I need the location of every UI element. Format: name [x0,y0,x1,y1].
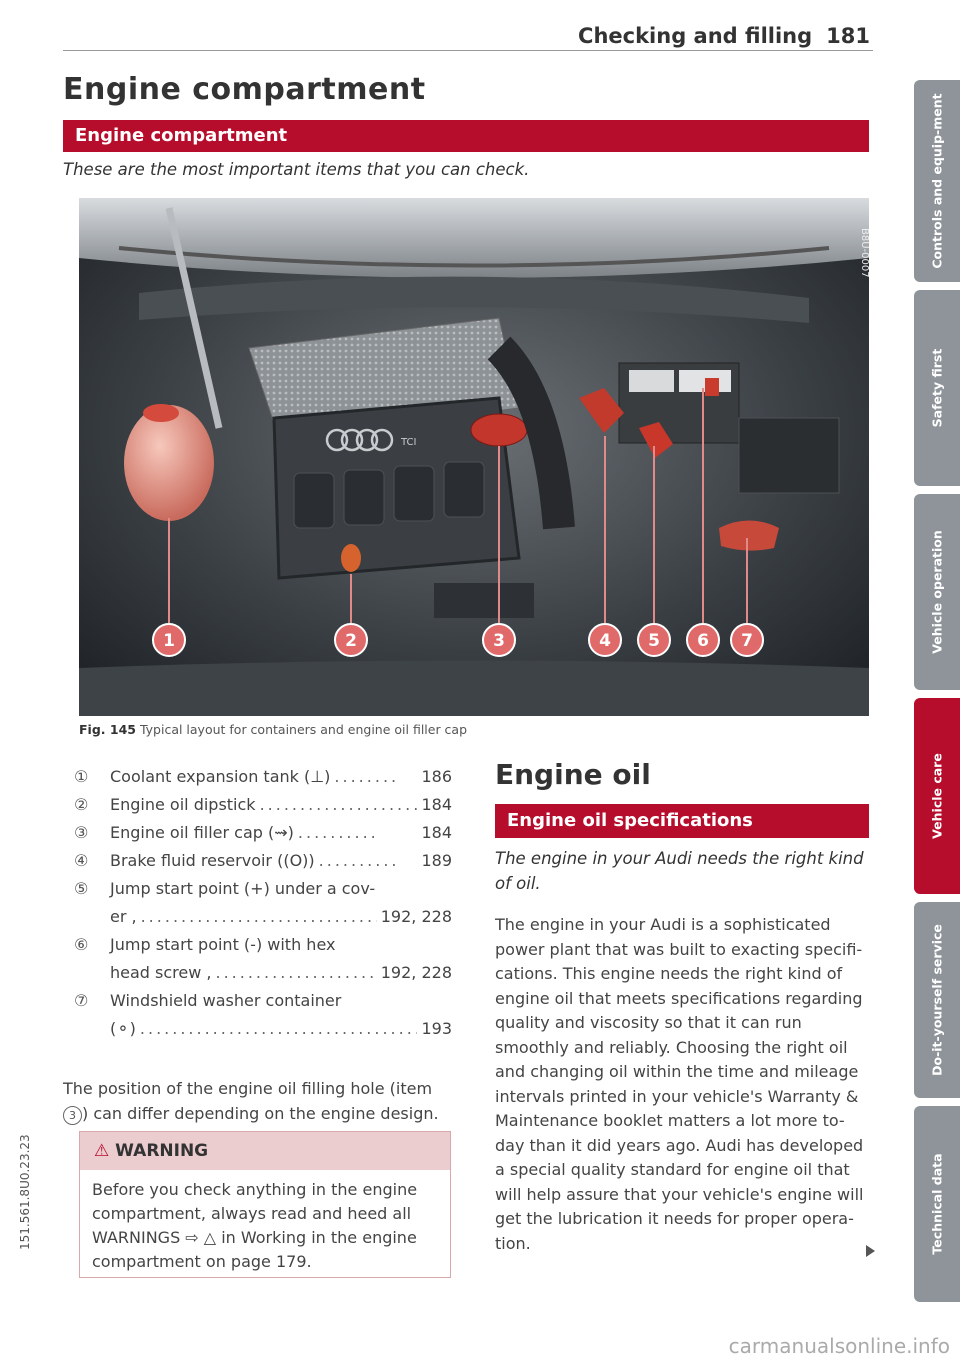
continue-arrow-icon [866,1245,875,1257]
svg-text:5: 5 [648,631,660,651]
item-page: 186 [421,767,452,786]
tab-vehicle-care[interactable]: Vehicle care [914,698,960,894]
figure-caption: Fig. 145 Typical layout for containers a… [79,722,467,737]
list-item: ⑥ Jump start point (-) with hex head scr… [74,931,452,987]
item-label: Engine oil filler cap (⇝) [110,823,294,842]
item-page: 184 [421,795,452,814]
list-item: ⑦ Windshield washer container (⚬).......… [74,987,452,1043]
svg-text:3: 3 [493,631,505,651]
warning-body: Before you check anything in the engine … [92,1180,418,1271]
list-item: ④ Brake fluid reservoir ((O))..........1… [74,847,452,875]
badge-logo: TCI [400,437,416,448]
item-label-cont: (⚬) [110,1019,136,1038]
component-list: ① Coolant expansion tank (⊥)........186 … [74,763,452,1043]
item-label-cont: head screw , [110,963,212,982]
item-number: ① [74,767,89,786]
callout-1: 1 [152,623,186,657]
watermark: carmanualsonline.info [728,1334,950,1358]
tab-safety[interactable]: Safety first [914,290,960,486]
engine-oil-body: The engine in your Audi is a sophisticat… [495,915,864,1253]
warning-header: ⚠ WARNING [80,1132,450,1170]
warning-heading: WARNING [115,1141,209,1161]
tab-technical-data[interactable]: Technical data [914,1106,960,1302]
item-ref: 3 [63,1105,82,1125]
item-page: 189 [421,851,452,870]
section-heading: Engine oil [495,758,651,791]
item-label: Engine oil dipstick [110,795,256,814]
callout-4: 4 [588,623,622,657]
callout-2: 2 [334,623,368,657]
item-number: ⑤ [74,879,89,898]
item-label: Brake fluid reservoir ((O)) [110,851,315,870]
page-number: 181 [826,24,870,48]
tab-diy-service[interactable]: Do-it-yourself service [914,902,960,1098]
item-number: ⑦ [74,991,89,1010]
item-number: ④ [74,851,89,870]
list-item: ① Coolant expansion tank (⊥)........186 [74,763,452,791]
item-number: ② [74,795,89,814]
callout-6: 6 [686,623,720,657]
callout-3: 3 [482,623,516,657]
page-title: Engine compartment [63,72,426,107]
figure-code: B8U-0007 [859,228,869,278]
item-page: 192, 228 [380,963,452,982]
item-page: 192, 228 [380,907,452,926]
section-bar: Engine compartment [63,120,869,152]
position-note: The position of the engine oil filling h… [63,1079,439,1125]
item-page: 193 [421,1019,452,1038]
item-label: Coolant expansion tank (⊥) [110,767,331,786]
tab-controls[interactable]: Controls and equip-ment [914,80,960,282]
warning-box: ⚠ WARNING Before you check anything in t… [79,1131,451,1278]
svg-text:2: 2 [345,631,357,651]
item-label: Windshield washer container [110,991,342,1010]
engine-oil-intro: The engine in your Audi needs the right … [495,849,864,893]
svg-text:4: 4 [599,631,611,651]
item-page: 184 [421,823,452,842]
engine-illustration: TCI [79,198,869,716]
engine-compartment-image: TCI [79,198,869,716]
svg-text:7: 7 [741,631,753,651]
figure-caption-text: Typical layout for containers and engine… [139,722,468,737]
subsection-bar: Engine oil specifications [495,804,869,838]
callout-5: 5 [637,623,671,657]
callout-7: 7 [730,623,764,657]
intro-text: These are the most important items that … [63,160,530,179]
running-header: Checking and filling 181 [578,24,870,48]
section-title: Checking and filling [578,24,813,48]
list-item: ⑤ Jump start point (+) under a cov- er ,… [74,875,452,931]
figure-label: Fig. 145 [79,722,136,737]
header-rule [63,50,873,51]
item-label: Jump start point (+) under a cov- [110,879,376,898]
svg-text:6: 6 [697,631,709,651]
tab-vehicle-operation[interactable]: Vehicle operation [914,494,960,690]
svg-text:1: 1 [163,631,175,651]
document-code: 151.561.8U0.23.23 [18,1134,32,1250]
item-number: ③ [74,823,89,842]
warning-icon: ⚠ [94,1141,110,1161]
list-item: ③ Engine oil filler cap (⇝)..........184 [74,819,452,847]
item-label-cont: er , [110,907,137,926]
item-label: Jump start point (-) with hex [110,935,336,954]
list-item: ② Engine oil dipstick...................… [74,791,452,819]
item-number: ⑥ [74,935,89,954]
